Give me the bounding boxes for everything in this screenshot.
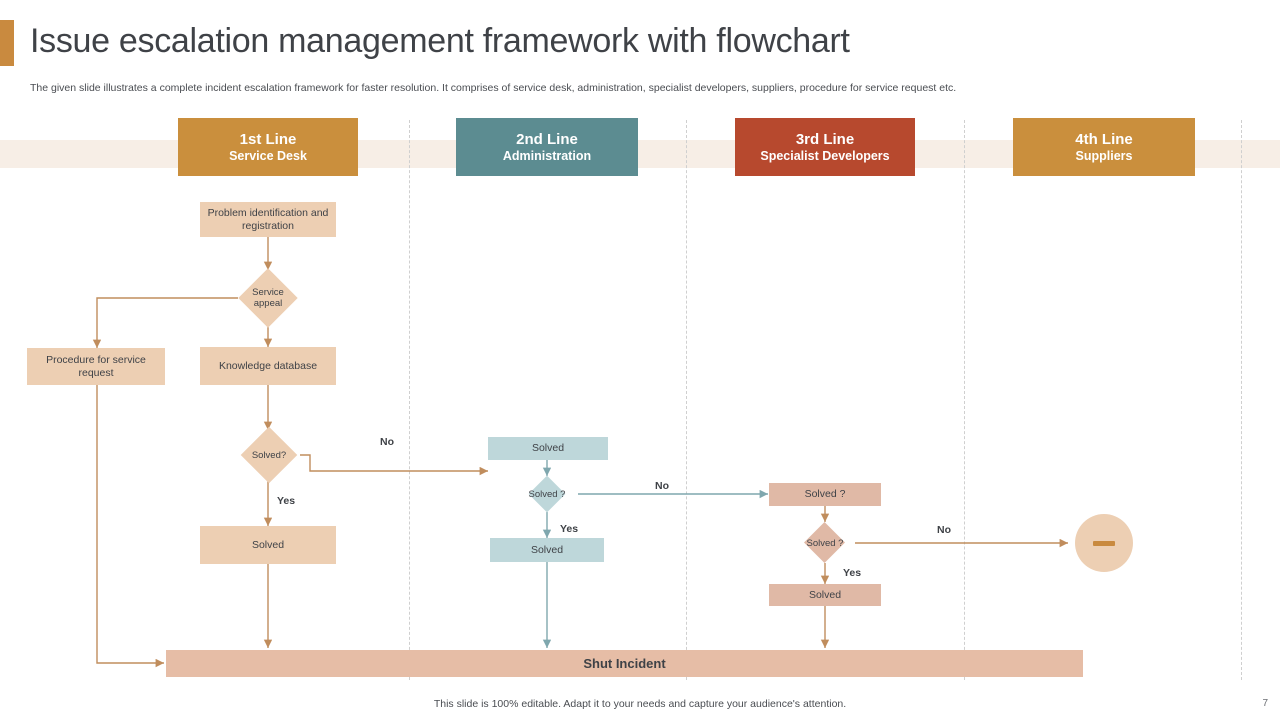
node-problem-identification-label: Problem identification and registration: [207, 206, 329, 232]
minus-circle-icon: [1093, 540, 1115, 546]
node-procedure-for-service-request[interactable]: Procedure for service request: [27, 348, 165, 385]
lane-divider-1: [409, 120, 410, 680]
node-service-appeal[interactable]: Service appeal: [238, 268, 298, 328]
lane-header-4-name: Suppliers: [1075, 148, 1133, 163]
lane-header-4[interactable]: 4th Line Suppliers: [1013, 118, 1195, 176]
node-solved-lane3-label: Solved: [808, 588, 842, 601]
lane-divider-3: [964, 120, 965, 680]
lane-divider-4: [1241, 120, 1242, 680]
node-solved-lane2-bottom[interactable]: Solved: [490, 538, 604, 562]
edge-label-yes-3: Yes: [843, 567, 862, 579]
node-solved-lane1-label: Solved: [251, 538, 285, 551]
edge-label-no-1: No: [380, 436, 394, 448]
node-solved-q2-label: Solved ?: [528, 488, 566, 500]
lane-header-2[interactable]: 2nd Line Administration: [456, 118, 638, 176]
page-subtitle: The given slide illustrates a complete i…: [30, 82, 957, 94]
page-title: Issue escalation management framework wi…: [30, 22, 850, 60]
node-knowledge-database[interactable]: Knowledge database: [200, 347, 336, 385]
edge-label-no-3: No: [937, 524, 951, 536]
node-solved-lane2-top-label: Solved: [531, 442, 565, 454]
node-shut-incident-label: Shut Incident: [583, 656, 666, 671]
node-solved-q1-label: Solved?: [251, 449, 287, 461]
edge-label-yes-1: Yes: [277, 495, 296, 507]
node-solved-q3-bottom-label: Solved ?: [806, 537, 844, 549]
node-solved-lane2-bottom-label: Solved: [530, 543, 564, 556]
edge-label-yes-2: Yes: [560, 523, 579, 535]
node-knowledge-database-label: Knowledge database: [218, 359, 318, 372]
node-shut-incident[interactable]: Shut Incident: [166, 650, 1083, 677]
lane-header-2-name: Administration: [502, 148, 592, 163]
accent-bar: [0, 20, 14, 66]
lane-header-4-line: 4th Line: [1075, 130, 1133, 148]
node-problem-identification[interactable]: Problem identification and registration: [200, 202, 336, 237]
node-solved-q2[interactable]: Solved ?: [517, 475, 577, 513]
lane-header-3-line: 3rd Line: [795, 130, 855, 148]
node-procedure-label: Procedure for service request: [46, 353, 146, 379]
node-supplier[interactable]: [1075, 514, 1133, 572]
node-service-appeal-label: Service appeal: [252, 287, 284, 309]
node-solved-q3-top[interactable]: Solved ?: [769, 483, 881, 506]
edge-label-no-2: No: [655, 480, 669, 492]
node-solved-q3-bottom[interactable]: Solved ?: [795, 521, 855, 564]
node-solved-lane3[interactable]: Solved: [769, 584, 881, 606]
page-number: 7: [1262, 698, 1268, 709]
lane-header-1[interactable]: 1st Line Service Desk: [178, 118, 358, 176]
node-solved-lane1[interactable]: Solved: [200, 526, 336, 564]
lane-header-1-line: 1st Line: [239, 130, 297, 148]
lane-divider-2: [686, 120, 687, 680]
footer-note: This slide is 100% editable. Adapt it to…: [433, 698, 847, 710]
node-solved-q1[interactable]: Solved?: [238, 426, 300, 484]
node-solved-lane2-top[interactable]: Solved: [488, 437, 608, 460]
lane-header-1-name: Service Desk: [229, 148, 307, 163]
lane-header-3-name: Specialist Developers: [760, 148, 890, 163]
node-solved-q3-top-label: Solved ?: [804, 488, 846, 500]
lane-header-2-line: 2nd Line: [516, 130, 578, 148]
lane-header-3[interactable]: 3rd Line Specialist Developers: [735, 118, 915, 176]
